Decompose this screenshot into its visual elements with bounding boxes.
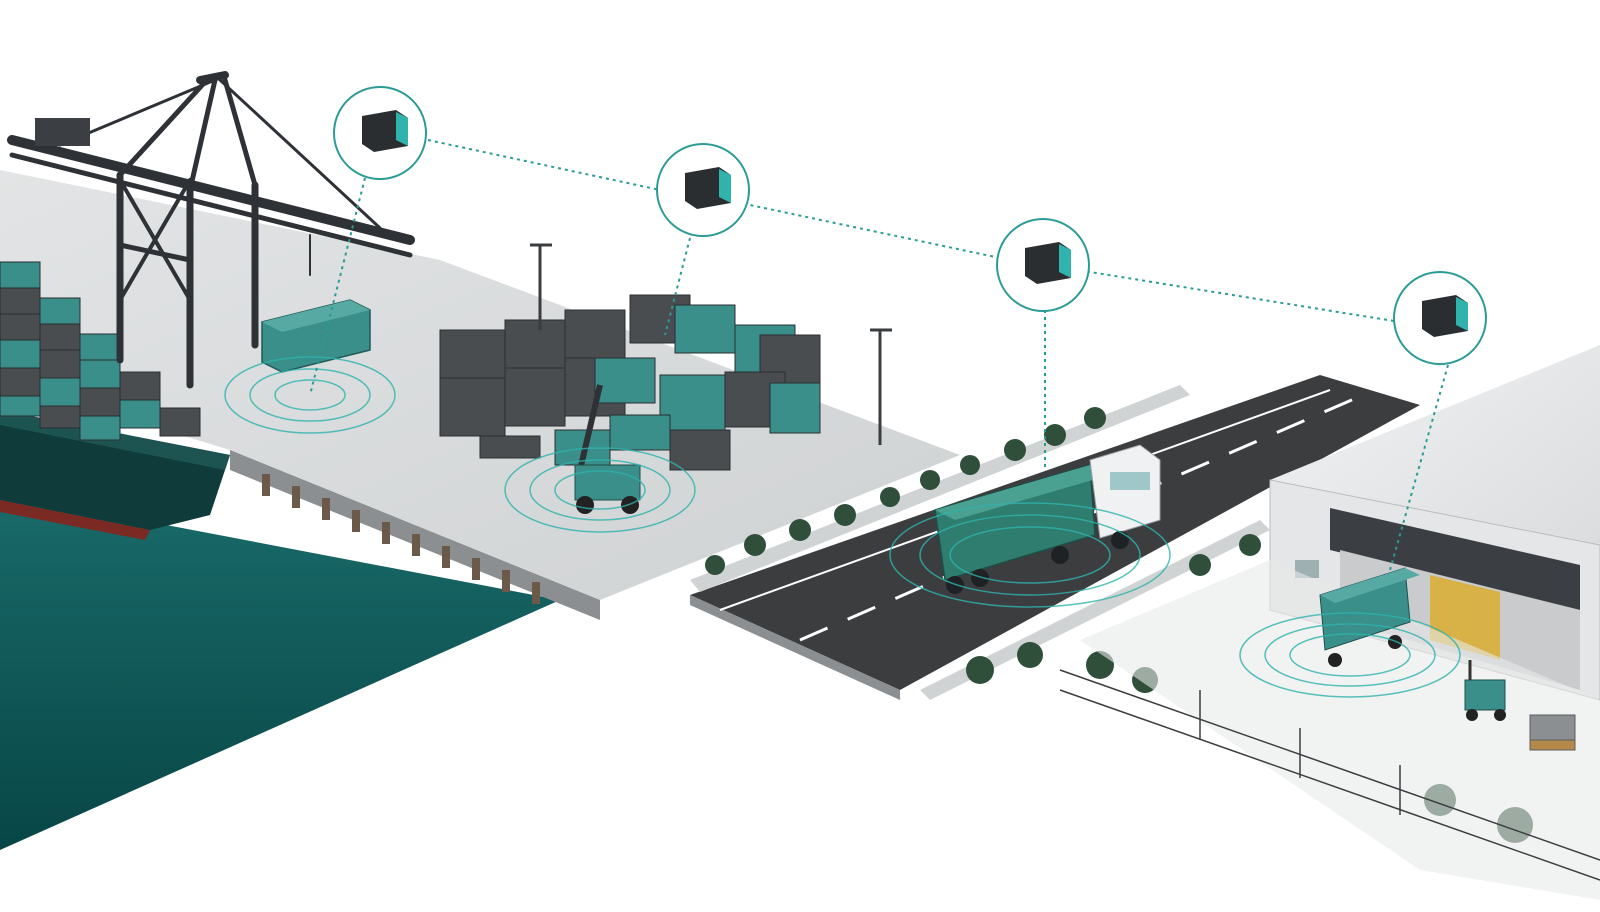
lamp-posts [530, 243, 892, 445]
tracking-zone-warehouse [1239, 612, 1461, 698]
cargo-ship [0, 261, 230, 540]
pallets [1529, 714, 1576, 751]
gantry-crane [7, 71, 415, 389]
tracker-node-1[interactable] [333, 86, 427, 180]
container-yard [439, 294, 821, 471]
tracking-zone-ship [224, 356, 396, 434]
tracker-node-3[interactable] [996, 218, 1090, 312]
delivered-container [1319, 567, 1420, 667]
forklift [1464, 660, 1506, 721]
tracker-device-icon [1422, 295, 1468, 337]
tracker-node-4[interactable] [1393, 271, 1487, 365]
tracker-device-icon [685, 167, 731, 209]
hoisted-container [261, 299, 371, 373]
fence [1059, 669, 1600, 881]
tracker-node-2[interactable] [656, 143, 750, 237]
crane-cabin [35, 118, 90, 146]
tracker-device-icon [1025, 242, 1071, 284]
tracking-zone-truck [889, 502, 1171, 608]
harbor-water [0, 470, 560, 850]
truck [934, 444, 1161, 594]
tracking-zone-yard [504, 447, 696, 533]
tracker-leaders [309, 177, 1449, 571]
tracker-connection-line [427, 139, 1401, 323]
tracker-device-icon [362, 110, 408, 152]
